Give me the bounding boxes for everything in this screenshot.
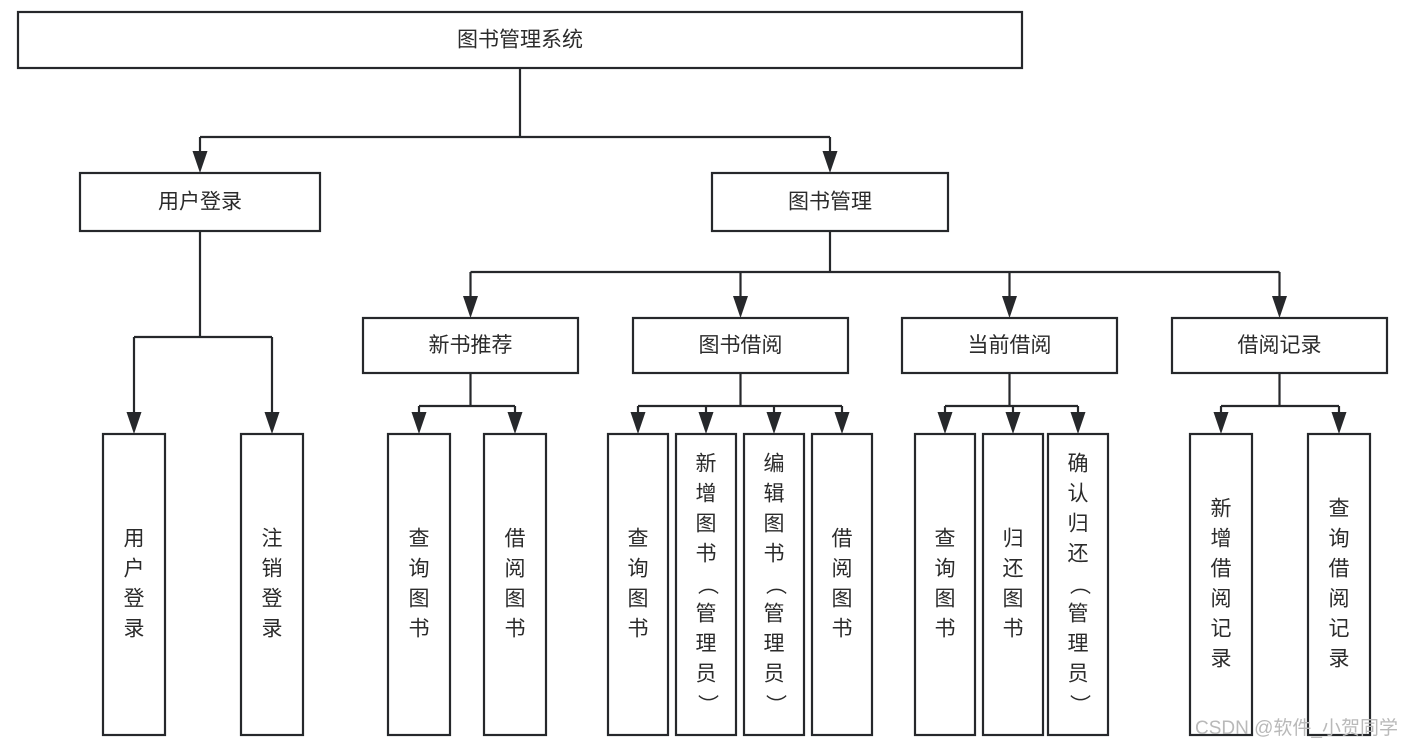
node-label: 查询借阅记录 xyxy=(1329,497,1350,670)
arrow-head-icon xyxy=(126,412,142,434)
node-d2[interactable]: 归还图书 xyxy=(981,432,1045,737)
node-label-bracket: （ xyxy=(1067,574,1090,595)
arrow-head-icon xyxy=(507,412,523,434)
node-label-bracket: ） xyxy=(763,694,786,715)
arrow-head-icon xyxy=(1331,412,1347,434)
node-current[interactable]: 当前借阅 xyxy=(900,316,1119,375)
node-box xyxy=(981,432,1045,737)
node-label: 借阅记录 xyxy=(1238,334,1322,357)
connector-layer xyxy=(126,68,1347,434)
arrow-head-icon xyxy=(937,412,953,434)
node-b1[interactable]: 查询图书 xyxy=(386,432,452,737)
arrow-head-icon xyxy=(1002,296,1017,318)
node-label: 确认归还 管理员 xyxy=(1068,452,1089,715)
node-label: 借阅图书 xyxy=(832,527,853,640)
node-label-bracket: ） xyxy=(695,694,718,715)
node-box xyxy=(1170,316,1389,375)
arrow-head-icon xyxy=(766,412,782,434)
node-label: 图书管理系统 xyxy=(457,29,583,52)
arrow-head-icon xyxy=(698,412,714,434)
arrow-head-icon xyxy=(733,296,748,318)
node-login[interactable]: 用户登录 xyxy=(78,171,322,233)
node-box xyxy=(482,432,548,737)
node-label: 注销登录 xyxy=(262,527,283,640)
node-c1[interactable]: 查询图书 xyxy=(606,432,670,737)
node-c2[interactable]: 新增图书 管理员 （ ） xyxy=(674,432,738,737)
node-label: 新增借阅记录 xyxy=(1211,497,1232,670)
node-label-bracket: （ xyxy=(695,574,718,595)
node-e2[interactable]: 查询借阅记录 xyxy=(1306,432,1372,737)
node-label: 查询图书 xyxy=(935,527,956,640)
arrow-head-icon xyxy=(822,151,838,173)
node-box xyxy=(1046,432,1110,737)
node-label: 归还图书 xyxy=(1003,527,1024,640)
node-box xyxy=(239,432,305,737)
node-box xyxy=(606,432,670,737)
node-bookmgmt[interactable]: 图书管理 xyxy=(710,171,950,233)
node-label: 借阅图书 xyxy=(505,527,526,640)
node-d1[interactable]: 查询图书 xyxy=(913,432,977,737)
node-box xyxy=(900,316,1119,375)
node-label: 图书借阅 xyxy=(699,334,783,357)
node-box xyxy=(810,432,874,737)
node-newbook[interactable]: 新书推荐 xyxy=(361,316,580,375)
node-label: 编辑图书 管理员 xyxy=(764,452,785,715)
node-box xyxy=(1306,432,1372,737)
node-records[interactable]: 借阅记录 xyxy=(1170,316,1389,375)
arrow-head-icon xyxy=(411,412,427,434)
node-layer: 图书管理系统用户登录图书管理新书推荐图书借阅当前借阅借阅记录用户登录注销登录查询… xyxy=(16,10,1389,737)
node-box xyxy=(16,10,1024,70)
node-label: 当前借阅 xyxy=(968,334,1052,357)
arrow-head-icon xyxy=(630,412,646,434)
node-box xyxy=(361,316,580,375)
node-box xyxy=(631,316,850,375)
node-label-bracket: （ xyxy=(763,574,786,595)
node-label: 新书推荐 xyxy=(429,334,513,357)
node-a1[interactable]: 用户登录 xyxy=(101,432,167,737)
arrow-head-icon xyxy=(463,296,478,318)
node-box xyxy=(1188,432,1254,737)
node-d3[interactable]: 确认归还 管理员 （ ） xyxy=(1046,432,1110,737)
node-box xyxy=(78,171,322,233)
arrow-head-icon xyxy=(1213,412,1229,434)
arrow-head-icon xyxy=(192,151,208,173)
node-box xyxy=(742,432,806,737)
node-box xyxy=(101,432,167,737)
node-c3[interactable]: 编辑图书 管理员 （ ） xyxy=(742,432,806,737)
csdn-watermark: CSDN @软件_小贺同学 xyxy=(1195,717,1398,739)
arrow-head-icon xyxy=(264,412,280,434)
node-label: 图书管理 xyxy=(788,191,872,214)
node-a2[interactable]: 注销登录 xyxy=(239,432,305,737)
arrow-head-icon xyxy=(1005,412,1021,434)
node-borrow[interactable]: 图书借阅 xyxy=(631,316,850,375)
node-box xyxy=(674,432,738,737)
node-label: 查询图书 xyxy=(628,527,649,640)
arrow-head-icon xyxy=(1070,412,1086,434)
node-e1[interactable]: 新增借阅记录 xyxy=(1188,432,1254,737)
arrow-head-icon xyxy=(1272,296,1287,318)
node-label: 用户登录 xyxy=(158,191,242,214)
node-box xyxy=(913,432,977,737)
node-label: 查询图书 xyxy=(409,527,430,640)
node-b2[interactable]: 借阅图书 xyxy=(482,432,548,737)
node-label-bracket: ） xyxy=(1067,694,1090,715)
node-box xyxy=(710,171,950,233)
node-label: 用户登录 xyxy=(124,527,145,640)
node-root[interactable]: 图书管理系统 xyxy=(16,10,1024,70)
node-box xyxy=(386,432,452,737)
node-label: 新增图书 管理员 xyxy=(696,452,717,715)
node-c4[interactable]: 借阅图书 xyxy=(810,432,874,737)
arrow-head-icon xyxy=(834,412,850,434)
